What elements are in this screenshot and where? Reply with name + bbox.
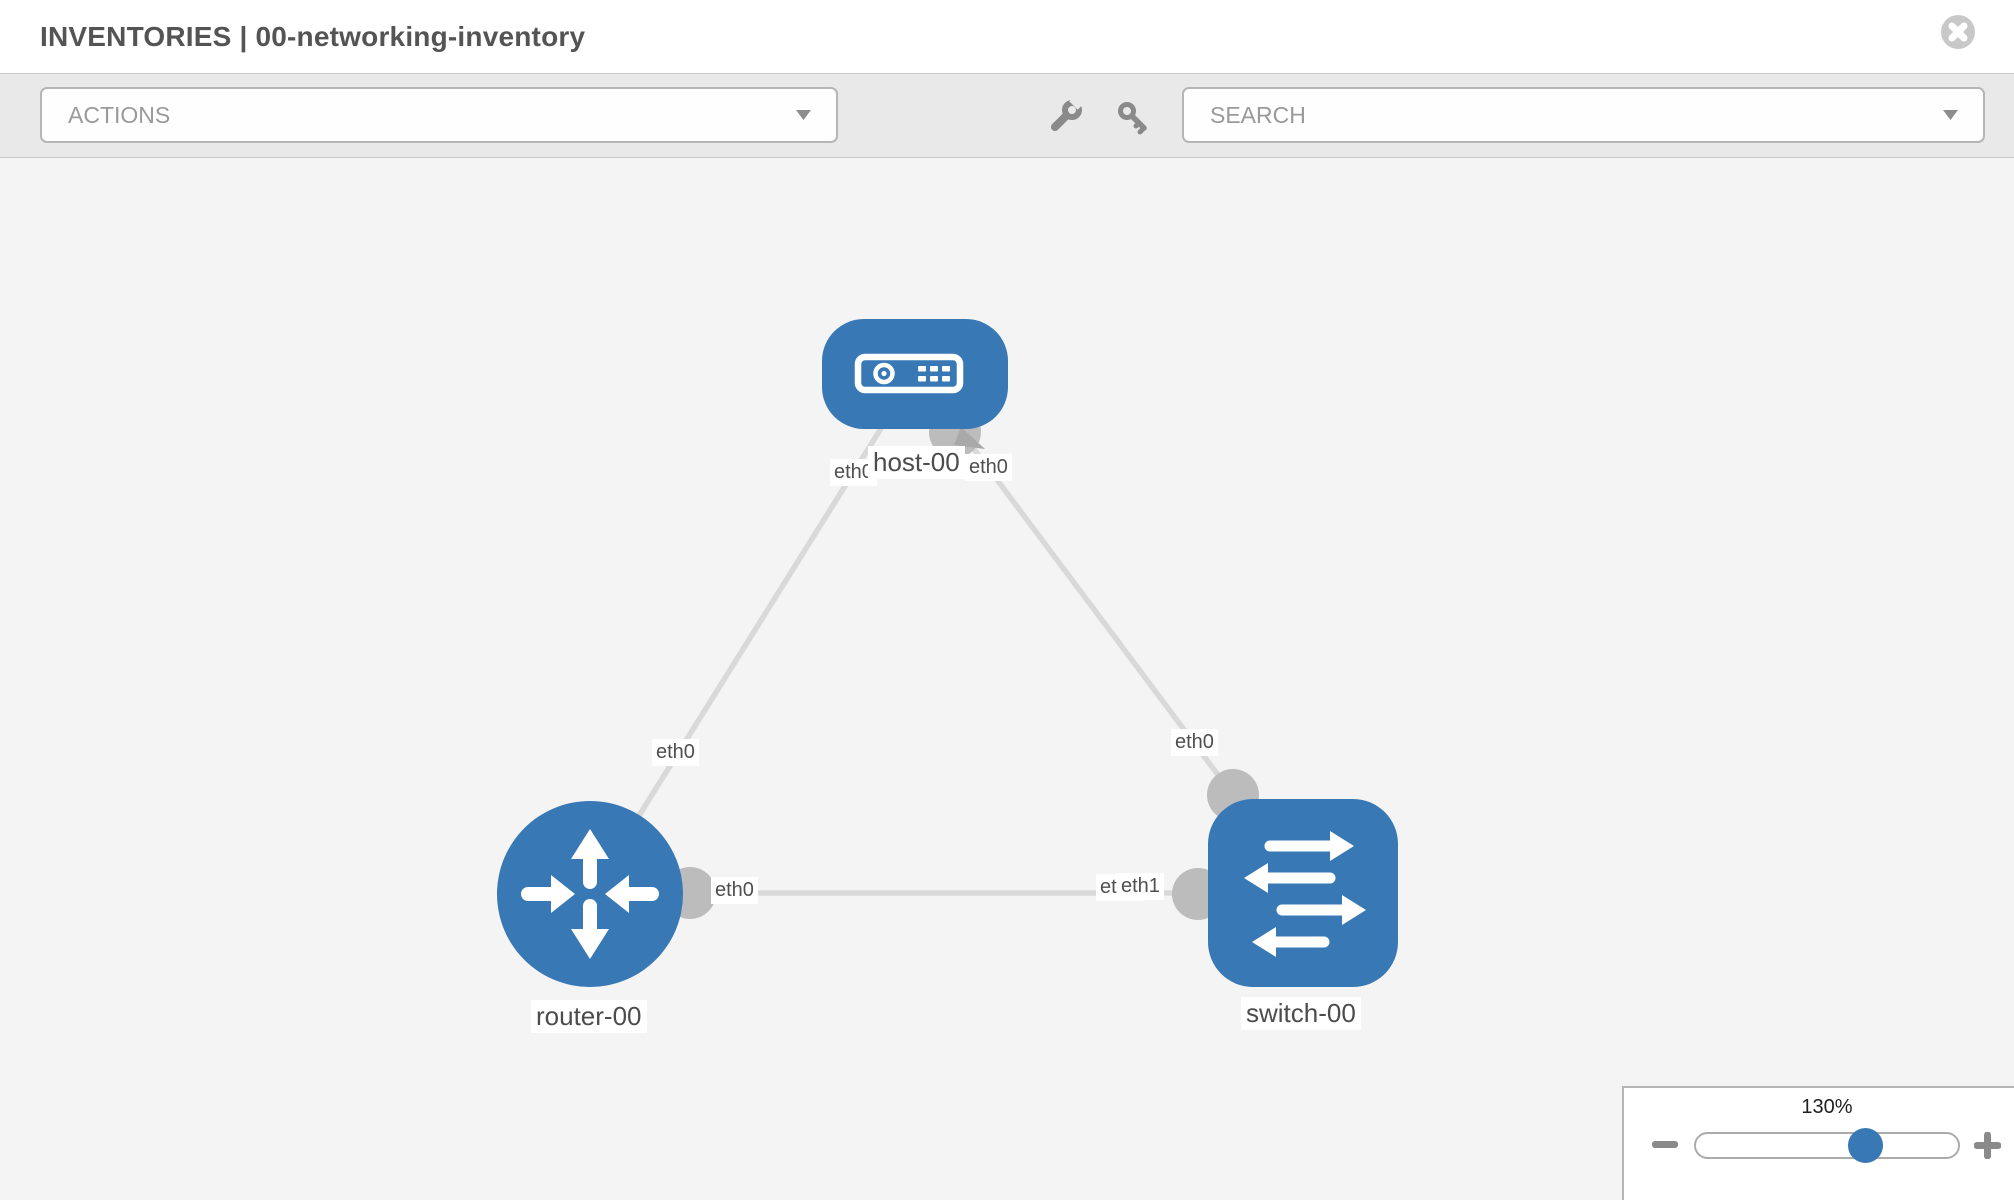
zoom-level-label: 130% [1801, 1096, 1853, 1118]
zoom-in-button[interactable] [1974, 1132, 2001, 1159]
node-label-router-00: router-00 [531, 1000, 647, 1033]
close-icon [1948, 22, 1968, 42]
node-router-00[interactable] [497, 801, 683, 987]
key-icon [1118, 102, 1147, 135]
chevron-down-icon [796, 110, 811, 120]
search-dropdown[interactable]: SEARCH [1182, 87, 1985, 143]
iface-label-router-eth0-right: eth0 [711, 877, 758, 904]
wrench-icon [1051, 99, 1083, 131]
actions-dropdown[interactable]: ACTIONS [40, 87, 838, 143]
toolbar: ACTIONS SEARCH [0, 73, 2014, 158]
actions-dropdown-label: ACTIONS [68, 101, 171, 128]
credentials-button[interactable] [1112, 96, 1154, 138]
iface-label-host-eth0-right: eth0 [965, 454, 1012, 481]
link-arrow [954, 427, 985, 449]
search-dropdown-label: SEARCH [1210, 101, 1306, 128]
iface-label-switch-eth1: eth1 [1117, 873, 1164, 900]
zoom-panel: 130% [1622, 1086, 2014, 1200]
host-icon [854, 353, 964, 394]
topology-canvas[interactable]: eth0 eth0 eth0 eth0 eth0 eth0 eth1 host-… [0, 159, 2014, 1200]
zoom-out-button[interactable] [1652, 1141, 1678, 1148]
close-button[interactable] [1941, 15, 1975, 49]
chevron-down-icon [1943, 110, 1958, 120]
zoom-slider-thumb[interactable] [1848, 1128, 1883, 1163]
router-icon [521, 829, 659, 959]
page-title: INVENTORIES | 00-networking-inventory [40, 20, 586, 52]
iface-label-router-eth0-top: eth0 [652, 739, 699, 766]
node-label-switch-00: switch-00 [1241, 997, 1361, 1030]
node-label-host-00: host-00 [868, 446, 965, 479]
switch-icon [1244, 831, 1366, 957]
node-host-00[interactable] [822, 319, 1008, 429]
iface-label-switch-eth0-top: eth0 [1171, 729, 1218, 756]
header: INVENTORIES | 00-networking-inventory [0, 0, 2014, 73]
node-switch-00[interactable] [1208, 799, 1398, 987]
zoom-slider[interactable] [1694, 1132, 1960, 1159]
tools-button[interactable] [1044, 96, 1086, 138]
